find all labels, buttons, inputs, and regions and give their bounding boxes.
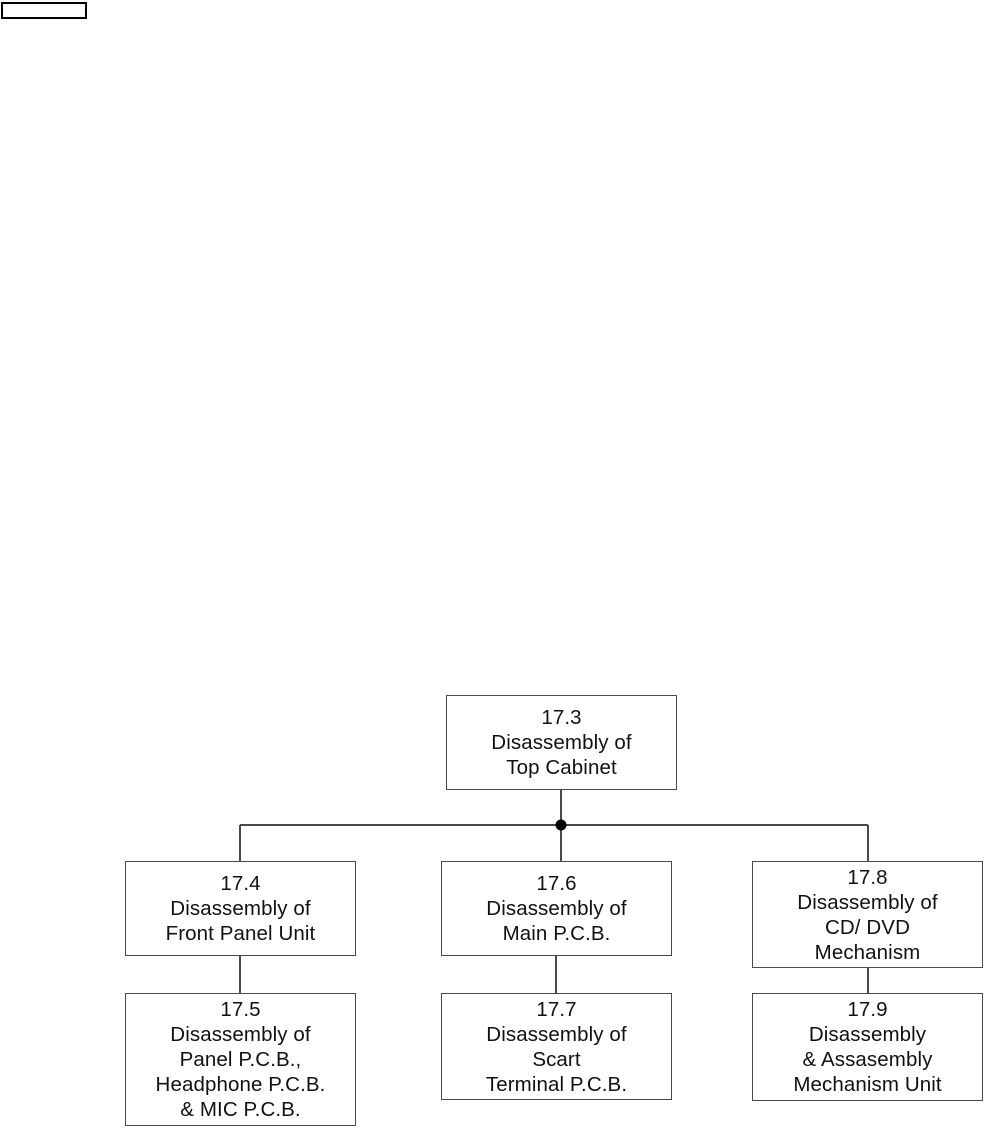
- node-17-8-line-0: 17.8: [847, 865, 888, 889]
- node-17-6-line-1: Disassembly of: [486, 897, 627, 920]
- node-17-7-line-1: Disassembly of: [486, 1022, 627, 1046]
- node-17-9-line-1: Disassembly: [808, 1023, 927, 1046]
- node-17-9-line-0: 17.9: [847, 998, 888, 1021]
- node-17-6-line-0: 17.6: [536, 872, 577, 895]
- header-marker-box: [1, 2, 87, 19]
- node-17-7[interactable]: 17.7 Disassembly of Scart Terminal P.C.B…: [441, 993, 672, 1100]
- node-17-4-line-0: 17.4: [220, 872, 261, 895]
- node-17-9-line-3: Mechanism Unit: [793, 1073, 942, 1096]
- node-17-7-line-2: Scart: [532, 1047, 581, 1071]
- node-17-8-line-1: Disassembly of: [797, 890, 938, 914]
- node-17-8-line-2: CD/ DVD: [825, 915, 910, 939]
- node-17-3-line-2: Top Cabinet: [506, 756, 617, 779]
- node-17-8[interactable]: 17.8 Disassembly of CD/ DVD Mechanism: [752, 861, 983, 968]
- node-17-4-line-1: Disassembly of: [170, 897, 311, 920]
- node-17-5-line-3: Headphone P.C.B.: [155, 1073, 326, 1096]
- node-17-3-line-0: 17.3: [541, 706, 582, 729]
- node-17-9[interactable]: 17.9 Disassembly & Assasembly Mechanism …: [752, 993, 983, 1101]
- node-17-6[interactable]: 17.6 Disassembly of Main P.C.B.: [441, 861, 672, 956]
- node-17-5-line-1: Disassembly of: [170, 1023, 311, 1046]
- node-17-4[interactable]: 17.4 Disassembly of Front Panel Unit: [125, 861, 356, 956]
- node-17-7-line-0: 17.7: [536, 997, 577, 1021]
- node-17-6-line-2: Main P.C.B.: [502, 922, 611, 945]
- node-17-5-line-0: 17.5: [220, 998, 261, 1021]
- node-17-3[interactable]: 17.3 Disassembly of Top Cabinet: [446, 695, 677, 790]
- node-17-3-line-1: Disassembly of: [491, 731, 632, 754]
- node-17-8-line-3: Mechanism: [814, 940, 921, 964]
- node-17-5-line-2: Panel P.C.B.,: [179, 1048, 302, 1071]
- node-17-4-line-2: Front Panel Unit: [165, 922, 316, 945]
- node-17-7-line-3: Terminal P.C.B.: [485, 1072, 628, 1096]
- junction-dot: [555, 819, 567, 831]
- node-17-5[interactable]: 17.5 Disassembly of Panel P.C.B., Headph…: [125, 993, 356, 1126]
- node-17-5-line-4: & MIC P.C.B.: [180, 1098, 301, 1121]
- node-17-9-line-2: & Assasembly: [802, 1048, 933, 1071]
